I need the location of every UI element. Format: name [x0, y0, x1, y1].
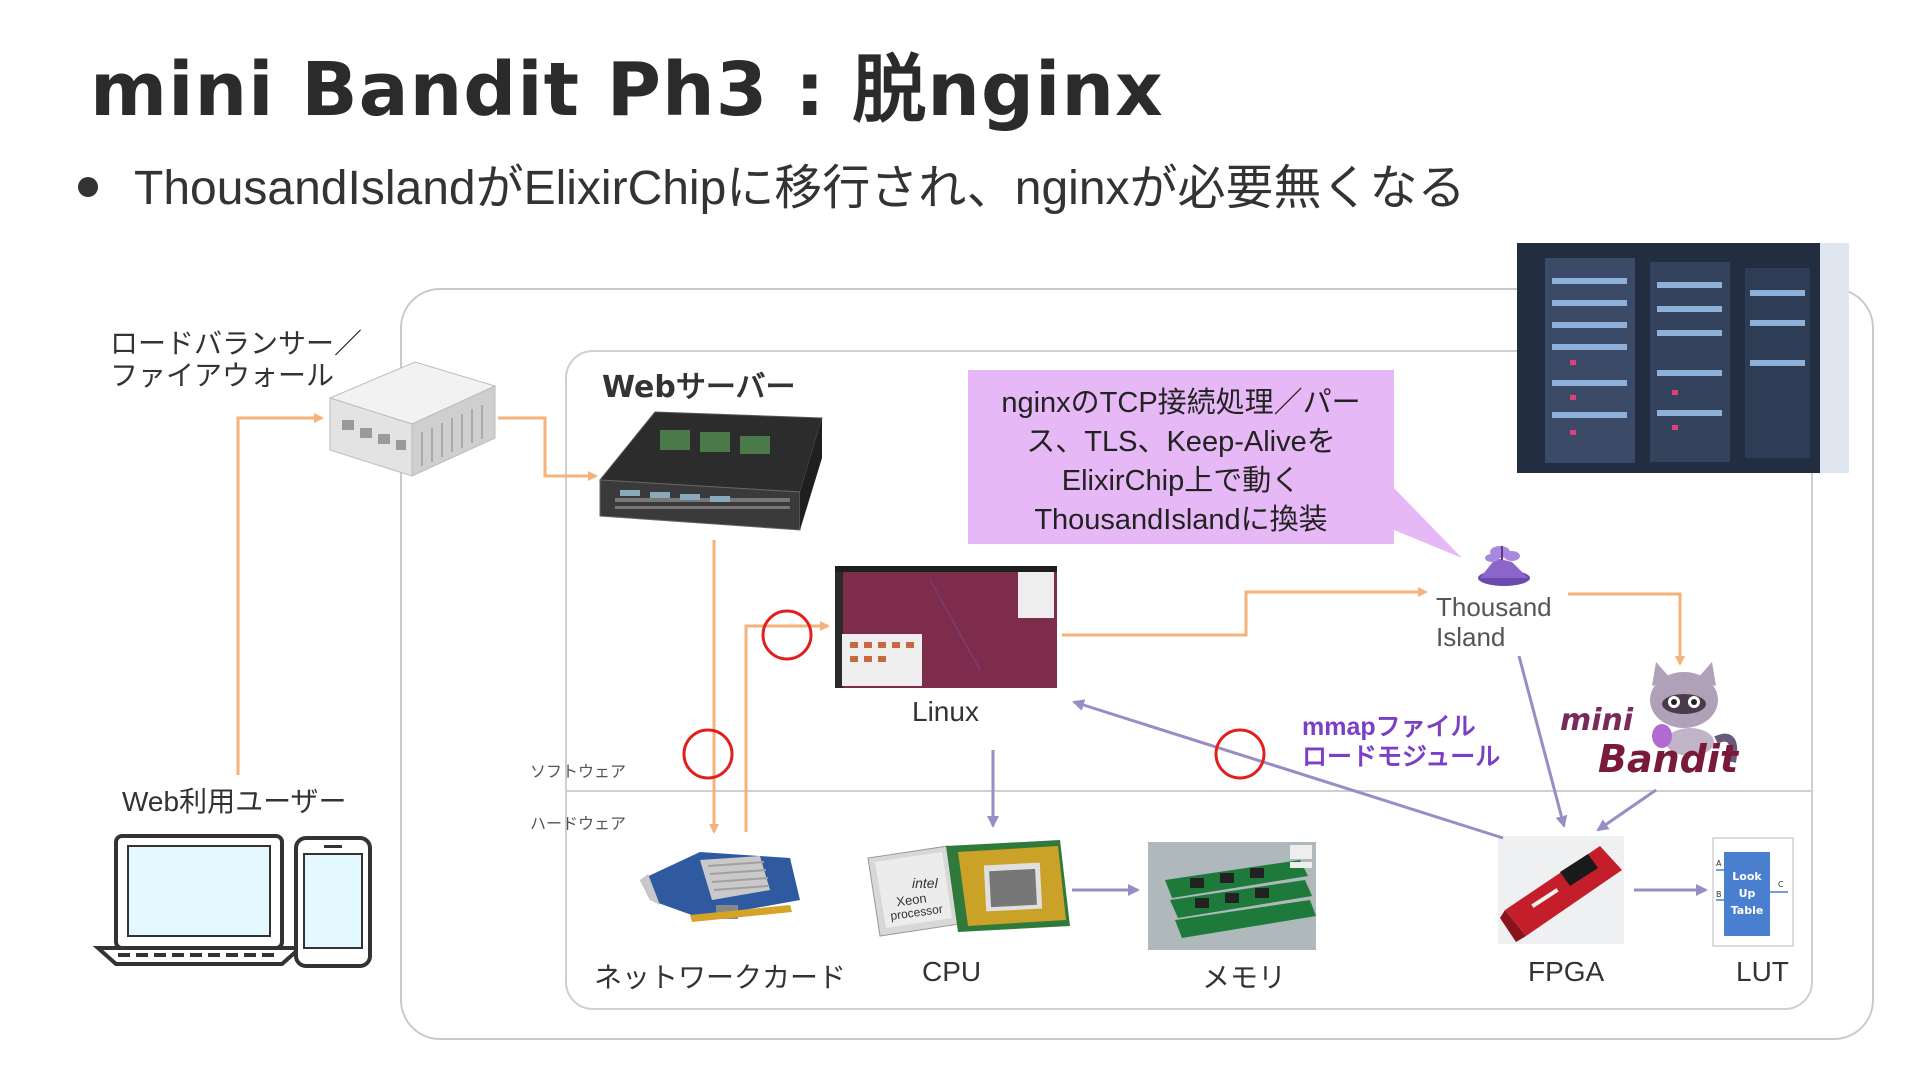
linux-label: Linux — [912, 696, 979, 727]
red-circle-marker — [761, 609, 813, 661]
memory-label: メモリ — [1202, 962, 1287, 993]
load-balancer-label-line1: ロードバランサー／ — [110, 328, 363, 359]
mini-bandit-mini-text: mini — [1560, 703, 1634, 738]
cpu-image — [867, 840, 1070, 937]
smartphone-icon — [294, 836, 372, 968]
callout-line4: ThousandIslandに換装 — [1034, 504, 1328, 536]
web-server-label: Webサーバー — [602, 370, 796, 405]
lut-box-line2: Up — [1739, 887, 1756, 900]
lut-diagram: A B C — [1712, 837, 1794, 947]
rack-server-image — [599, 411, 823, 531]
laptop-icon — [92, 834, 306, 966]
bullet-text: ThousandIslandがElixirChipに移行され、nginxが必要無… — [134, 162, 1466, 215]
nginx-replacement-callout: nginxのTCP接続処理／パー ス、TLS、Keep-Aliveを Elixi… — [968, 370, 1394, 544]
web-user-label: Web利用ユーザー — [122, 786, 347, 817]
red-circle-marker — [1214, 728, 1266, 780]
cpu-intel-text: intel — [912, 875, 939, 891]
network-card-image — [640, 852, 800, 922]
thousand-island-text-line1: Thousand — [1436, 592, 1552, 622]
orange-data-path — [236, 413, 1685, 834]
thousand-island-logo — [1478, 546, 1530, 586]
system-boundary — [400, 288, 1874, 1040]
mini-bandit-raccoon-icon — [1650, 662, 1738, 763]
cpu-xeon-text: Xeon — [895, 890, 927, 909]
lut-box-line1: Look — [1732, 870, 1762, 883]
load-balancer-appliance — [328, 361, 497, 477]
callout-line3: ElixirChip上で動く — [1061, 465, 1301, 497]
bullet-point: ThousandIslandがElixirChipに移行され、nginxが必要無… — [78, 148, 1466, 218]
callout-line2: ス、TLS、Keep-Aliveを — [1026, 426, 1336, 458]
linux-desktop-image — [835, 566, 1057, 688]
lut-input-b: B — [1716, 890, 1722, 899]
mmap-label-line1: mmapファイル — [1302, 713, 1476, 741]
mmap-load-module-label: mmapファイル ロードモジュール — [1302, 712, 1500, 772]
thousand-island-text-line2: Island — [1436, 622, 1505, 652]
mini-bandit-bandit-text: Bandit — [1598, 737, 1740, 781]
datacenter-rack-image — [1517, 243, 1849, 473]
fpga-card-image — [1498, 836, 1624, 944]
slide-title: mini Bandit Ph3 : 脱nginx — [90, 47, 1164, 133]
cpu-label: CPU — [922, 956, 982, 987]
red-circle-marker — [682, 728, 734, 780]
lut-label: LUT — [1736, 956, 1789, 987]
mmap-label-line2: ロードモジュール — [1302, 743, 1501, 771]
network-card-label: ネットワークカード — [594, 962, 847, 993]
software-label: ソフトウェア — [530, 764, 627, 781]
load-balancer-label-line2: ファイアウォール — [110, 360, 335, 391]
lut-input-a: A — [1716, 859, 1722, 868]
removed-markers — [682, 609, 1266, 780]
memory-image — [1148, 842, 1316, 950]
lut-box-line3: Table — [1731, 904, 1764, 917]
lut-output-c: C — [1778, 880, 1784, 889]
fpga-label: FPGA — [1528, 956, 1605, 987]
web-server-boundary — [565, 350, 1813, 1010]
bullet-dot-icon — [78, 177, 98, 198]
hardware-label: ハードウェア — [530, 816, 627, 833]
purple-control-path — [987, 655, 1708, 896]
software-hardware-divider — [565, 790, 1813, 792]
callout-line1: nginxのTCP接続処理／パー — [1001, 387, 1361, 419]
callout-tail — [1394, 488, 1462, 558]
